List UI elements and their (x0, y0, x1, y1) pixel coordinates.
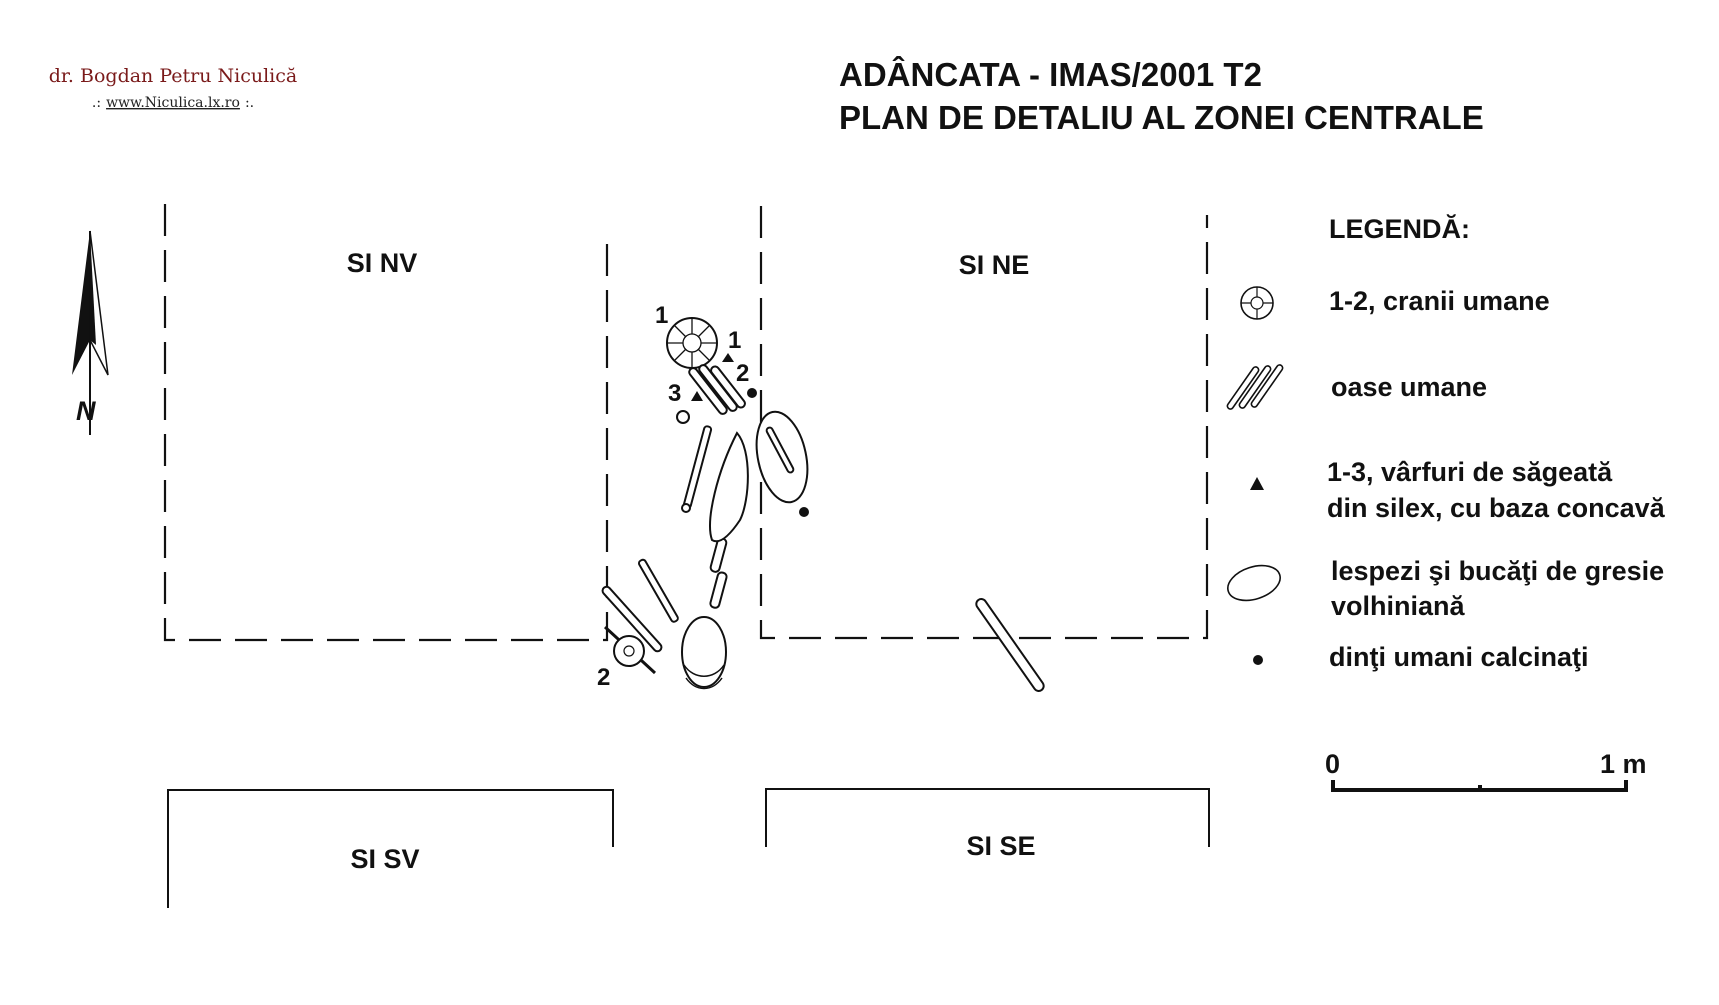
scale-start-label: 0 (1325, 749, 1340, 779)
legend-dot-icon (1253, 655, 1263, 665)
section-si-sv: SI SV (167, 789, 614, 908)
section-si-se: SI SE (765, 788, 1210, 861)
section-si-ne: SI NE (759, 206, 1209, 640)
legend-item-skull: 1-2, cranii umane (1329, 286, 1550, 316)
legend-bones-icon (1226, 364, 1284, 410)
legend-skull-icon (1240, 286, 1274, 320)
legend-item-teeth: dinţi umani calcinaţi (1329, 642, 1589, 672)
north-label: N (76, 396, 96, 426)
legend: LEGENDĂ: 1-2, cranii umane oase umane 1-… (1226, 213, 1666, 672)
scale-bar: 0 1 m (1325, 749, 1647, 792)
skull-icon (603, 625, 657, 675)
section-label-sv: SI SV (350, 844, 419, 874)
legend-item-arrowheads-line2: din silex, cu baza concavă (1327, 493, 1666, 523)
skull-1-label: 1 (655, 302, 668, 329)
logo-url[interactable]: www.Niculica.lx.ro (106, 95, 240, 111)
legend-item-bones: oase umane (1331, 372, 1487, 402)
finds: 1 1 2 3 2 (597, 302, 1045, 692)
section-label-se: SI SE (966, 831, 1035, 861)
title-line2: PLAN DE DETALIU AL ZONEI CENTRALE (839, 99, 1484, 136)
logo-url-line: .: www.Niculica.lx.ro:. (92, 95, 254, 111)
legend-triangle-icon (1250, 477, 1264, 490)
skull-2-label: 2 (597, 664, 610, 691)
arrowhead-2-label: 2 (736, 360, 749, 387)
tooth-dot-icon (747, 388, 757, 398)
stone-icon (681, 616, 727, 688)
section-si-nv: SI NV (163, 204, 609, 642)
title-line1: ADÂNCATA - IMAS/2001 T2 (839, 56, 1262, 93)
legend-stone-icon (1227, 564, 1281, 602)
legend-item-stones-line2: volhiniană (1331, 591, 1466, 621)
arrowhead-icon (691, 391, 703, 401)
bones-icon (601, 364, 1045, 692)
logo-author: dr. Bogdan Petru Niculică (49, 65, 297, 87)
section-label-ne: SI NE (959, 250, 1030, 280)
legend-item-stones-line1: lespezi şi bucăţi de gresie (1331, 556, 1664, 586)
url-prefix: .: (92, 95, 101, 111)
legend-item-arrowheads-line1: 1-3, vârfuri de săgeată (1327, 457, 1613, 487)
arrowhead-1-label: 1 (728, 327, 741, 354)
arrowhead-icon (722, 353, 734, 362)
skull-icon (666, 317, 718, 369)
section-label-nv: SI NV (347, 248, 418, 278)
scale-end-label: 1 m (1600, 749, 1647, 779)
url-suffix: :. (245, 95, 254, 111)
north-arrow-icon: N (72, 230, 109, 435)
tooth-dot-icon (799, 507, 809, 517)
logo: dr. Bogdan Petru Niculică .: www.Niculica… (49, 65, 297, 111)
stone-icon (709, 431, 749, 543)
legend-heading: LEGENDĂ: (1329, 213, 1470, 244)
arrowhead-3-label: 3 (668, 380, 681, 407)
